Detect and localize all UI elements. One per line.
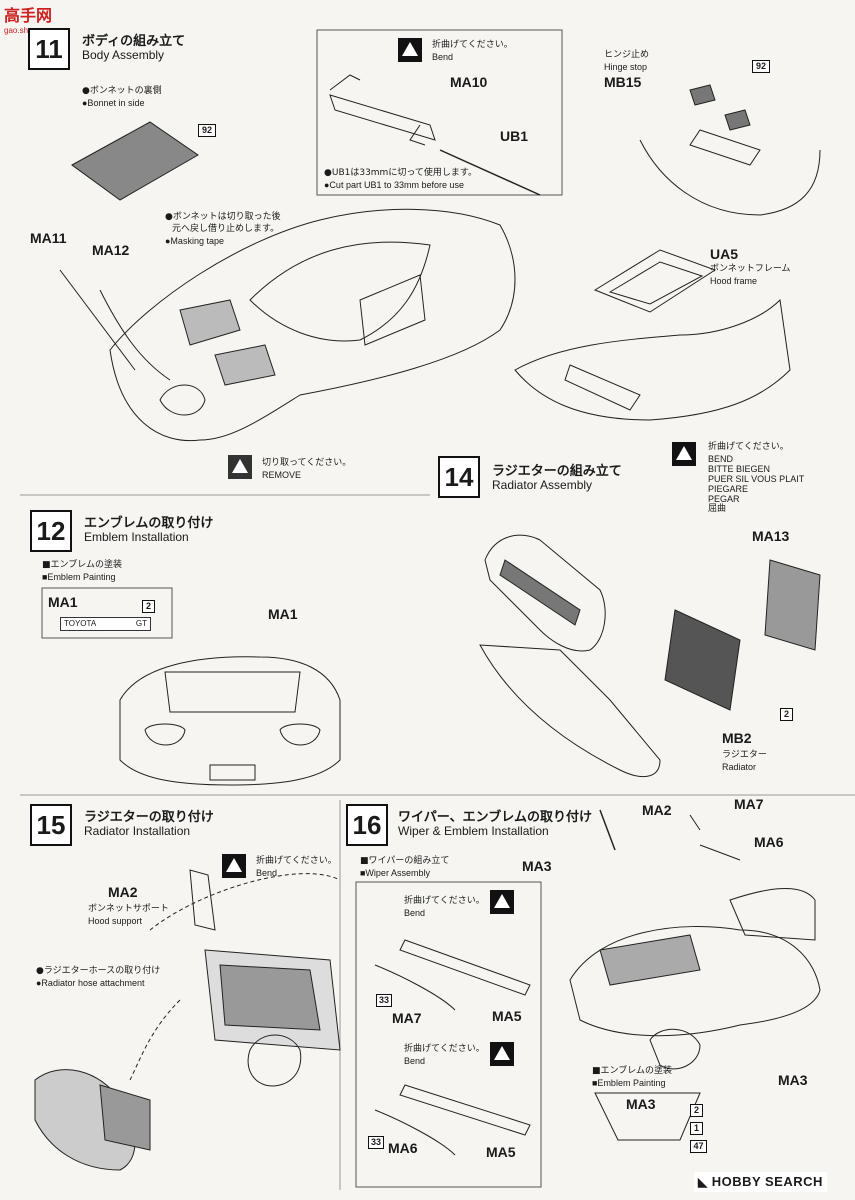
step-15-number: 15 xyxy=(30,804,72,846)
mb2-note-jp: ラジエター xyxy=(722,750,767,760)
part-ma13-label: MA13 xyxy=(752,528,790,544)
remove-note-jp: 切り取ってください。 xyxy=(262,458,352,468)
step-12-title-jp: エンブレムの取り付け xyxy=(84,516,214,531)
bend-multi-jp: 折曲げてください。 xyxy=(708,442,789,452)
wiper-part-33-badge-2: 33 xyxy=(368,1136,384,1149)
hinge-part-92-badge: 92 xyxy=(752,60,770,73)
step15-bend-jp: 折曲げてください。 xyxy=(256,856,337,866)
step-16-title-jp: ワイパー、エンブレムの取り付け xyxy=(398,810,592,825)
mask-note-jp1: ●ボンネットは切り取った後 xyxy=(165,212,281,222)
ua5-note-jp: ボンネットフレーム xyxy=(710,264,791,274)
part-mb15-label: MB15 xyxy=(604,74,642,90)
inset-bend-en: Bend xyxy=(432,52,454,62)
part-ma11-label: MA11 xyxy=(30,230,67,246)
part-ua5-label: UA5 xyxy=(710,246,739,262)
cut-note-jp: ●UB1は33mmに切って使用します。 xyxy=(324,168,477,178)
hobby-search-icon: ◣ xyxy=(698,1175,708,1189)
wiper-assembly-jp: ■ワイパーの組み立て xyxy=(360,856,450,866)
step-15-title-jp: ラジエターの取り付け xyxy=(84,810,214,825)
hose-note-jp: ●ラジエターホースの取り付け xyxy=(36,966,161,976)
cut-note-en: ●Cut part UB1 to 33mm before use xyxy=(324,180,465,190)
step16-ma3-label-top: MA3 xyxy=(522,858,552,874)
step16-ma7-label: MA7 xyxy=(734,796,764,812)
wiper-bend-en-2: Bend xyxy=(404,1056,426,1066)
step-16-number: 16 xyxy=(346,804,388,846)
part-ma12-label: MA12 xyxy=(92,242,130,258)
bonnet-note-en: ●Bonnet in side xyxy=(82,98,145,108)
step-15-title-en: Radiator Installation xyxy=(84,824,191,838)
step16-ma3-label-bottom: MA3 xyxy=(778,1072,808,1088)
bend-multi-line-1: BEND xyxy=(708,454,734,464)
ma3-emblem-label: MA3 xyxy=(626,1096,656,1112)
wiper-assembly-en: ■Wiper Assembly xyxy=(360,868,430,878)
emblem-gt-text: GT xyxy=(135,619,147,628)
mask-note-jp2: 元へ戻し借り止めします。 xyxy=(172,224,280,234)
wiper-bend-icon-1 xyxy=(490,890,514,914)
wiper-bend-icon-2 xyxy=(490,1042,514,1066)
wiper-bend-jp-1: 折曲げてください。 xyxy=(404,896,485,906)
step-11-number: 11 xyxy=(28,28,70,70)
wiper-ma6-label: MA6 xyxy=(388,1140,418,1156)
step16-paint-en: ■Emblem Painting xyxy=(592,1078,666,1088)
part-92-badge: 92 xyxy=(198,124,216,137)
wiper-bend-jp-2: 折曲げてください。 xyxy=(404,1044,485,1054)
ma2-note-jp: ボンネットサポート xyxy=(88,904,169,914)
step-11-title-en: Body Assembly xyxy=(82,48,165,62)
bonnet-note-jp: ●ボンネットの裏側 xyxy=(82,86,162,96)
wiper-ma7-label: MA7 xyxy=(392,1010,422,1026)
step16-ma6-label: MA6 xyxy=(754,834,784,850)
emblem-paint-jp: ■エンブレムの塗装 xyxy=(42,560,123,570)
inset-bend-jp: 折曲げてください。 xyxy=(432,40,513,50)
step-14-title-jp: ラジエターの組み立て xyxy=(492,464,622,479)
bend-icon xyxy=(398,38,422,62)
remove-icon xyxy=(228,455,252,479)
wiper-bend-en-1: Bend xyxy=(404,908,426,918)
hinge-note-en: Hinge stop xyxy=(604,62,648,72)
bend-multi-line-6: 屈曲 xyxy=(708,504,727,514)
bend-multi-icon xyxy=(672,442,696,466)
step-14-title-en: Radiator Assembly xyxy=(492,478,593,492)
wiper-part-33-badge-1: 33 xyxy=(376,994,392,1007)
part-ma10-label: MA10 xyxy=(450,74,488,90)
wiper-ma5-label-1: MA5 xyxy=(492,1008,522,1024)
ma2-note-en: Hood support xyxy=(88,916,143,926)
emblem-box-ma1-label: MA1 xyxy=(48,594,78,610)
step-14-number: 14 xyxy=(438,456,480,498)
color-2-badge: 2 xyxy=(690,1104,703,1117)
emblem-part-2-badge: 2 xyxy=(142,600,155,613)
toyota-emblem: TOYOTA GT xyxy=(60,617,151,631)
step16-paint-jp: ■エンブレムの塗装 xyxy=(592,1066,673,1076)
emblem-paint-en: ■Emblem Painting xyxy=(42,572,116,582)
ua5-note-en: Hood frame xyxy=(710,276,758,286)
mb2-note-en: Radiator xyxy=(722,762,757,772)
step-11-title-jp: ボディの組み立て xyxy=(82,34,186,49)
hinge-note-jp: ヒンジ止め xyxy=(604,50,650,60)
emblem-text: TOYOTA xyxy=(64,619,97,628)
remove-note-en: REMOVE xyxy=(262,470,302,480)
step-12-number: 12 xyxy=(30,510,72,552)
wiper-ma5-label-2: MA5 xyxy=(486,1144,516,1160)
watermark-text: 高手网 xyxy=(4,6,53,25)
bend-multi-line-3: PUER SIL VOUS PLAIT xyxy=(708,474,805,484)
step15-part-ma2-label: MA2 xyxy=(108,884,138,900)
part-mb2-label: MB2 xyxy=(722,730,752,746)
radiator-part-2-badge: 2 xyxy=(780,708,793,721)
hobby-search-logo: ◣ HOBBY SEARCH xyxy=(694,1172,827,1192)
bend-multi-line-2: BITTE BIEGEN xyxy=(708,464,771,474)
color-1-badge: 1 xyxy=(690,1122,703,1135)
color-47-badge: 47 xyxy=(690,1140,707,1153)
step-16-title-en: Wiper & Emblem Installation xyxy=(398,824,549,838)
step16-ma2-label: MA2 xyxy=(642,802,672,818)
step-12-title-en: Emblem Installation xyxy=(84,530,189,544)
mask-note-en: ●Masking tape xyxy=(165,236,224,246)
hose-note-en: ●Radiator hose attachment xyxy=(36,978,145,988)
step15-bend-en: Bend xyxy=(256,868,278,878)
step15-bend-icon xyxy=(222,854,246,878)
part-ma1-label: MA1 xyxy=(268,606,298,622)
bend-multi-line-4: PIEGARE xyxy=(708,484,749,494)
part-ub1-label: UB1 xyxy=(500,128,529,144)
bend-multi-line-5: PEGAR xyxy=(708,494,740,504)
hobby-search-text: HOBBY SEARCH xyxy=(711,1174,823,1189)
